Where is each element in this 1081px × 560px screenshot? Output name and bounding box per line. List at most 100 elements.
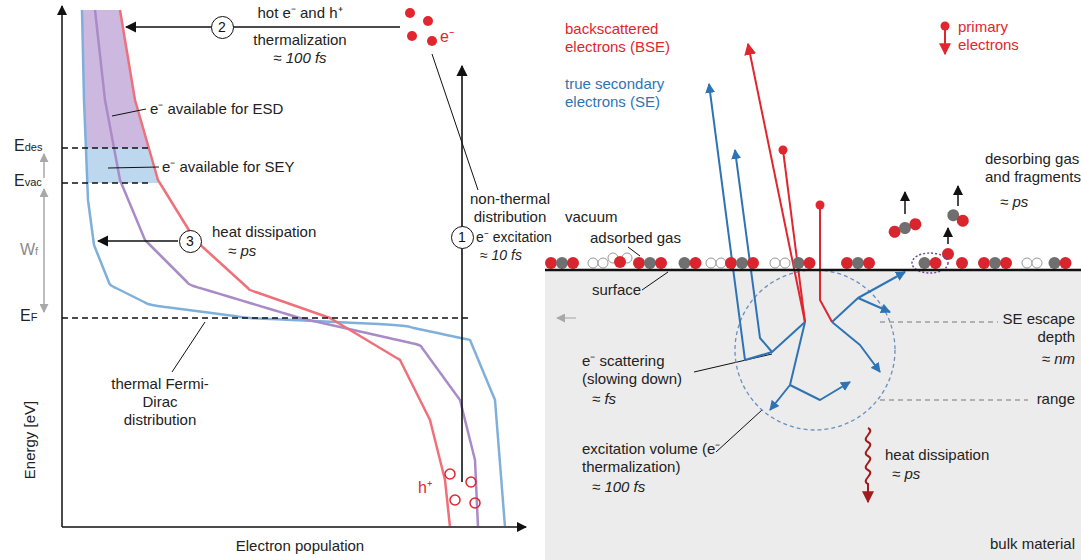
atom	[747, 257, 759, 269]
gas-molecule	[633, 257, 667, 269]
atom	[1060, 257, 1072, 269]
step-number: 1	[458, 230, 466, 244]
text-label: desorbing gas and fragments	[985, 150, 1081, 186]
holes	[445, 469, 455, 479]
esd-region	[82, 10, 149, 148]
leader-lines	[108, 167, 159, 168]
primary-electron-tracks	[748, 30, 945, 322]
text-label: Evac	[14, 171, 42, 190]
label-text: backscattered electrons (BSE)	[565, 20, 670, 55]
gas-molecule	[588, 258, 608, 268]
label-text: Evac	[14, 171, 42, 190]
text-label: ≈ ps	[228, 242, 256, 260]
holes	[470, 498, 480, 508]
label-text: ≈ nm	[1042, 350, 1075, 367]
atom	[989, 257, 1001, 269]
label-text: SE escape depth	[1002, 310, 1075, 345]
secondary-electron-tracks	[858, 298, 890, 312]
label-text: bulk material	[990, 535, 1075, 552]
label-text: e⁻ available for SEY	[162, 158, 295, 175]
label-text: range	[1037, 390, 1075, 407]
gas-molecule	[942, 248, 954, 260]
step-number: 2	[218, 20, 226, 34]
label-text: ≈ fs	[592, 390, 616, 407]
atom	[955, 213, 971, 229]
text-label: excitation volume (e⁻ thermalization)	[582, 440, 722, 476]
atom	[690, 257, 702, 269]
heat-arrow	[866, 428, 871, 502]
text-label: Wf	[20, 240, 38, 259]
atom	[793, 257, 805, 269]
text-label: e⁻	[440, 27, 454, 46]
text-label: range	[1037, 390, 1075, 408]
atom	[706, 258, 716, 268]
process-arrows	[98, 27, 462, 482]
label-text: ≈ 100 fs	[273, 49, 326, 66]
atom	[919, 257, 931, 269]
holes	[466, 477, 476, 487]
leader-lines	[694, 354, 772, 372]
text-label: e⁻ excitation	[476, 229, 552, 246]
hot-electrons	[405, 8, 415, 18]
text-label: e⁻ scattering (slowing down)	[582, 352, 690, 388]
energy-level-lines	[62, 182, 150, 183]
text-label: hot e⁻ and h⁺	[257, 4, 342, 22]
gas-molecule	[706, 258, 726, 268]
gas-molecule	[956, 257, 968, 269]
step-number: 3	[186, 234, 194, 248]
label-text: ≈ ps	[1000, 193, 1028, 210]
gas-molecule	[919, 257, 942, 269]
primary-electron-tracks	[944, 30, 946, 54]
surface-line	[545, 269, 1081, 272]
secondary-electron-tracks	[832, 272, 905, 322]
energy-distribution-plot	[82, 10, 505, 526]
primary-electron-dots	[779, 146, 788, 155]
gas-molecule	[841, 257, 875, 269]
desorption-arrows	[947, 228, 949, 244]
energy-level-lines	[62, 147, 150, 148]
atom	[567, 257, 579, 269]
plot-axes	[62, 6, 526, 527]
bulk-material	[545, 270, 1081, 560]
text-label: heat dissipation	[885, 446, 989, 464]
energy-level-lines	[62, 317, 470, 318]
primary-electron-dots	[816, 201, 825, 210]
label-text: Wf	[20, 240, 38, 259]
secondary-electron-tracks	[709, 84, 905, 410]
primary-electron-tracks	[748, 44, 805, 322]
gas-molecule	[1049, 257, 1072, 269]
text-label: heat dissipation	[212, 223, 316, 241]
gas-molecule	[978, 257, 1012, 269]
label-text: non-thermal distribution	[470, 190, 550, 225]
label-text: Electron population	[236, 537, 364, 554]
step-circle: 1	[451, 226, 474, 249]
label-text: vacuum	[565, 208, 618, 225]
leader-lines	[108, 54, 772, 452]
side-arrow	[557, 317, 576, 319]
text-label: true secondary electrons (SE)	[565, 75, 685, 111]
text-label: vacuum	[565, 208, 618, 226]
excitation-volume	[735, 270, 895, 430]
text-label: SE escape depth	[999, 310, 1075, 346]
depth-markers	[880, 322, 998, 323]
label-text: Energy [eV]	[21, 401, 38, 479]
leader-lines	[716, 410, 762, 452]
atom	[1032, 258, 1042, 268]
plot-axes	[62, 526, 526, 528]
atom	[1049, 257, 1061, 269]
text-label: ≈ 100 fs	[273, 49, 326, 67]
work-function-arrows	[43, 154, 45, 312]
label-text: e⁻	[440, 28, 454, 45]
bulk-material	[545, 270, 1081, 560]
text-label: thermal Fermi-Dirac distribution	[110, 375, 210, 429]
hot-electrons	[427, 36, 437, 46]
gas-molecule	[887, 217, 923, 240]
label-text: ≈ 100 fs	[592, 478, 645, 495]
text-label: e⁻ available for SEY	[162, 158, 295, 176]
text-label: ≈ nm	[1042, 350, 1075, 368]
leader-lines	[112, 109, 146, 116]
energy-level-lines	[62, 148, 470, 318]
atom	[736, 257, 748, 269]
process-arrows	[98, 240, 178, 242]
text-label: Edes	[14, 136, 42, 155]
